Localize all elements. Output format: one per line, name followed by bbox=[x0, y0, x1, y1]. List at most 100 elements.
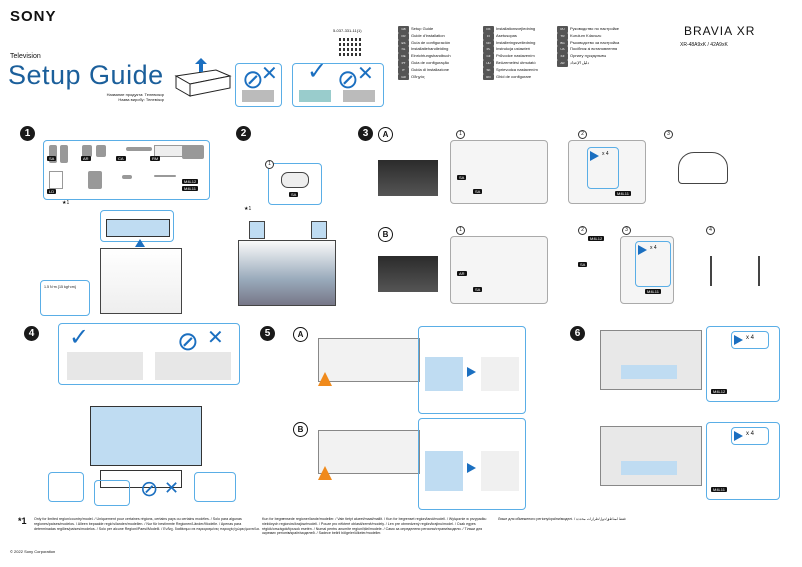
language-label: Руководство по настройке bbox=[570, 26, 619, 31]
language-code-badge: RO bbox=[483, 73, 494, 81]
cross-icon: ✕ bbox=[261, 63, 278, 85]
language-code-badge: CZ bbox=[483, 53, 494, 60]
screw-count: x 4 bbox=[746, 335, 755, 341]
language-code-badge: GB bbox=[398, 26, 409, 33]
option-b-badge: B bbox=[378, 227, 393, 242]
torque-note-box: 1.5 N·m {15 kgf·cm} bbox=[40, 280, 90, 316]
arrow-right-icon bbox=[467, 367, 476, 377]
language-code-badge: DE bbox=[398, 53, 409, 60]
cross-icon: ✕ bbox=[164, 478, 180, 498]
language-label: Einrichtungshandbuch bbox=[411, 53, 451, 59]
tag-sa: SA bbox=[578, 262, 588, 267]
option-b-badge: B bbox=[293, 422, 308, 437]
language-code-badge: PT bbox=[398, 59, 409, 67]
language-label: Ghid de configurare bbox=[496, 73, 532, 79]
warning-box-right: ✓ ⊘ ✕ bbox=[292, 58, 384, 107]
hand-detail-mid bbox=[94, 480, 130, 506]
stand-leg-part bbox=[49, 145, 57, 163]
tag-sa: SA bbox=[473, 287, 483, 292]
language-label: Installationsvejledning bbox=[496, 26, 536, 31]
footnote-text-1: Only for limited region/country/model. /… bbox=[34, 517, 260, 531]
hand-detail-left bbox=[48, 472, 84, 502]
language-code-badge: KZ bbox=[557, 53, 568, 60]
language-label: Installatiehandleiding bbox=[411, 46, 449, 52]
arrow-icon bbox=[734, 335, 743, 345]
stand-leg-part bbox=[60, 145, 68, 163]
footnote-text-2: Kun for begrænsede regioner/lande/modell… bbox=[262, 517, 487, 536]
model-numbers: XR-48A9xK / 42A9xK bbox=[680, 42, 728, 48]
remote-part bbox=[182, 145, 204, 159]
adapter-part bbox=[82, 145, 92, 157]
language-code-badge: HU bbox=[483, 59, 494, 67]
footnote-text-3: Лише для обмеженого регіону/країни/модел… bbox=[498, 517, 626, 521]
language-label: Ръководство за настройка bbox=[570, 39, 620, 45]
manual-part bbox=[49, 171, 63, 189]
step-5-number: 5 bbox=[260, 326, 275, 341]
tag-ar: AR bbox=[81, 156, 91, 161]
tv-stand-b-result bbox=[700, 236, 780, 296]
check-icon: ✓ bbox=[307, 58, 328, 85]
screw-count: x 4 bbox=[650, 245, 657, 251]
language-code-badge: PL bbox=[483, 46, 494, 54]
substep-1: 1 bbox=[456, 130, 465, 139]
correct-hold-illustration bbox=[67, 352, 143, 380]
language-label: Kurulum Kılavuzu bbox=[570, 32, 602, 38]
cushion-right bbox=[311, 221, 327, 239]
arrow-icon bbox=[590, 151, 599, 161]
language-code-badge: BG bbox=[557, 39, 568, 47]
stand-mounted-6b bbox=[621, 461, 677, 475]
prohibited-icon: ⊘ bbox=[140, 476, 159, 501]
copyright: © 2022 Sony Corporation bbox=[10, 549, 56, 554]
tag-sa: SA bbox=[457, 175, 467, 180]
stand-attach-a1: SA SA bbox=[450, 140, 548, 204]
tag-m4l11: M4L11 bbox=[645, 289, 661, 294]
box-wrong-illustration bbox=[343, 90, 375, 102]
language-code-badge: DK bbox=[483, 26, 494, 33]
product-name-ua: Назва виробу: Телевізор bbox=[118, 97, 164, 102]
product-name-ru: Название продукта: Телевизор bbox=[106, 92, 164, 97]
screw-detail-6a: x 4 M4L12 bbox=[706, 326, 780, 402]
tag-sa: SA bbox=[289, 192, 299, 197]
language-code-badge: SK bbox=[483, 66, 494, 74]
option-a-badge: A bbox=[378, 127, 393, 142]
tag-m4l11: M4L11 bbox=[711, 487, 727, 492]
substep-3: 3 bbox=[664, 130, 673, 139]
box-illustration bbox=[106, 219, 170, 237]
stand-base-illustration bbox=[281, 172, 309, 188]
language-code-badge: FR bbox=[398, 32, 409, 40]
page-title: Setup Guide bbox=[8, 60, 164, 90]
stand-leg-right bbox=[758, 256, 760, 286]
screw-count: x 4 bbox=[602, 151, 609, 157]
stand-slot-a bbox=[425, 357, 463, 391]
box-correct-illustration bbox=[299, 90, 331, 102]
adapter-part bbox=[96, 145, 106, 157]
language-code-badge: NO bbox=[483, 39, 494, 47]
stand-leg-left bbox=[710, 256, 712, 286]
cable-part bbox=[126, 147, 152, 151]
substep-4: 4 bbox=[706, 226, 715, 235]
step-2-number: 2 bbox=[236, 126, 251, 141]
arrow-icon bbox=[638, 245, 647, 255]
prohibited-icon: ⊘ bbox=[337, 64, 359, 94]
tv-in-box-illustration bbox=[100, 239, 182, 314]
language-label: Guia de configuração bbox=[411, 59, 450, 65]
substep-1: 1 bbox=[456, 226, 465, 235]
footnote-marker: ★1 bbox=[62, 200, 70, 206]
step-3-number: 3 bbox=[358, 126, 373, 141]
stand-part-box: 1 SA bbox=[265, 160, 322, 205]
tag-m4l11: M4L11 bbox=[182, 186, 198, 191]
language-label: Beüzemelési útmutató bbox=[496, 59, 536, 65]
tag-m4l12: M4L12 bbox=[711, 389, 728, 394]
